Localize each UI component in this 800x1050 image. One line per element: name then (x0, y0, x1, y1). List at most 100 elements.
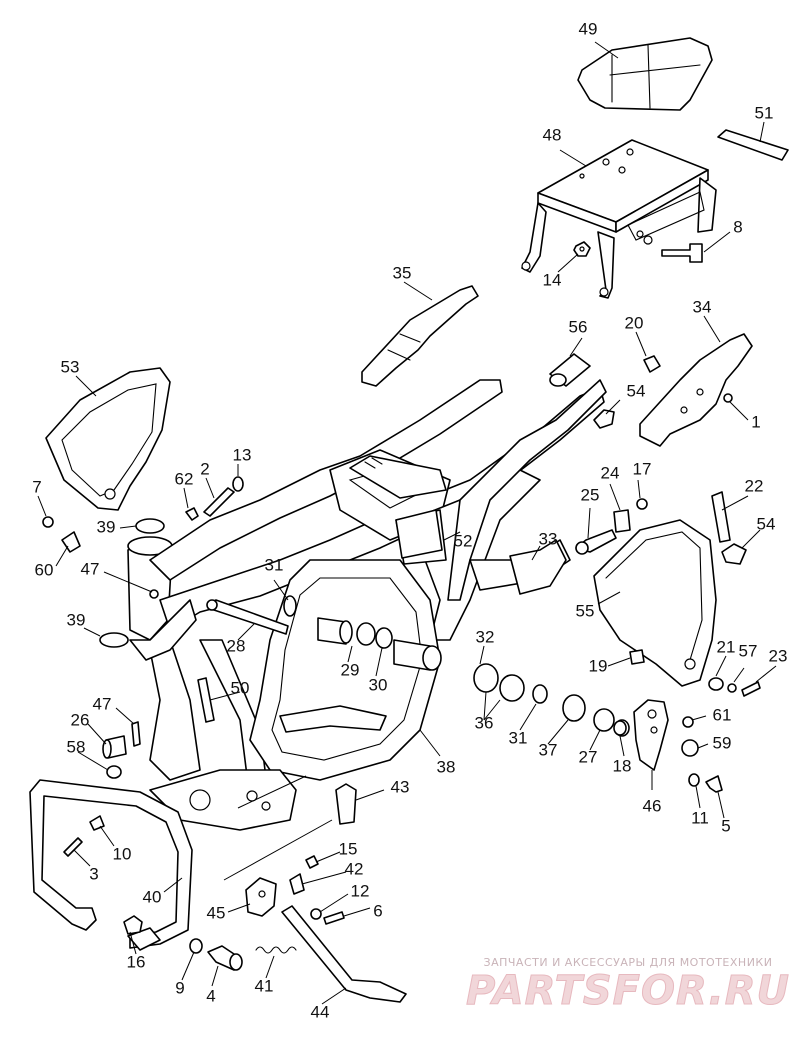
callout-42: 42 (345, 859, 364, 878)
part-4-bolt (207, 945, 243, 971)
callout-45: 45 (207, 903, 226, 922)
part-61-plug (682, 716, 694, 728)
part-48-tray (521, 139, 717, 299)
part-28-pivot-bolt (206, 599, 289, 635)
part-1-screw (723, 393, 733, 403)
part-9-washer (189, 938, 203, 954)
callout-60: 60 (35, 560, 54, 579)
callout-13: 13 (233, 445, 252, 464)
callout-27: 27 (579, 747, 598, 766)
callout-3: 3 (89, 864, 98, 883)
part-26-bushing (102, 735, 127, 759)
part-14-nut (573, 241, 591, 257)
callout-31: 31 (509, 728, 528, 747)
watermark-logo: PARTSFOR.RU (466, 968, 790, 1014)
part-51-strip (717, 129, 789, 161)
callout-39: 39 (97, 517, 116, 536)
callout-47: 47 (81, 559, 100, 578)
part-40-guard (29, 779, 193, 951)
callout-62: 62 (175, 469, 194, 488)
callout-12: 12 (351, 881, 370, 900)
callout-14: 14 (543, 270, 562, 289)
part-8-bolt (661, 243, 703, 263)
part-18-nut (613, 720, 627, 736)
part-3-screw (63, 837, 83, 857)
callout-57: 57 (739, 641, 758, 660)
part-7-screw (42, 516, 54, 528)
callout-39: 39 (67, 610, 86, 629)
part-55-cover (593, 519, 717, 687)
part-56-sleeve (549, 353, 591, 387)
callout-19: 19 (589, 656, 608, 675)
callout-58: 58 (67, 737, 86, 756)
callout-61: 61 (713, 705, 732, 724)
part-47-fitting-lower (131, 721, 141, 747)
part-60-clamp (61, 531, 81, 553)
part-41-spring (255, 946, 297, 954)
part-39-bushing-lower (99, 632, 129, 648)
part-20-clip (643, 355, 661, 373)
callout-24: 24 (601, 463, 620, 482)
callout-36: 36 (475, 713, 494, 732)
callout-23: 23 (769, 646, 788, 665)
callout-31: 31 (265, 555, 284, 574)
callout-33: 33 (539, 529, 558, 548)
part-5-bolt (705, 775, 723, 793)
part-46-plate (633, 699, 669, 771)
part-21-nut (708, 677, 724, 691)
callout-8: 8 (733, 217, 742, 236)
part-57-washer (727, 683, 737, 693)
callout-30: 30 (369, 675, 388, 694)
part-53-cover (45, 367, 171, 511)
part-33-bracket (509, 539, 567, 595)
callout-6: 6 (373, 901, 382, 920)
callout-48: 48 (543, 125, 562, 144)
callout-32: 32 (476, 627, 495, 646)
callout-41: 41 (255, 976, 274, 995)
part-54-cap-upper (593, 409, 615, 429)
callout-59: 59 (713, 733, 732, 752)
callout-5: 5 (721, 816, 730, 835)
callout-29: 29 (341, 660, 360, 679)
callout-55: 55 (576, 601, 595, 620)
part-50-tube (197, 677, 215, 723)
callout-40: 40 (143, 887, 162, 906)
callout-28: 28 (227, 636, 246, 655)
part-62-nut (185, 507, 199, 521)
watermark: ЗАПЧАСТИ И АКСЕССУАРЫ ДЛЯ МОТОТЕХНИКИ PA… (465, 956, 790, 1015)
part-45-bracket (245, 877, 277, 917)
part-24-clip (613, 509, 631, 533)
part-16-nut (123, 915, 143, 935)
callout-56: 56 (569, 317, 588, 336)
part-22-strip (711, 491, 731, 543)
callout-51: 51 (755, 103, 774, 122)
callout-17: 17 (633, 459, 652, 478)
part-52-plate (395, 509, 443, 559)
part-17-nut (636, 498, 648, 510)
callout-11: 11 (691, 808, 709, 827)
callout-15: 15 (339, 839, 358, 858)
watermark-tagline: ЗАПЧАСТИ И АКСЕССУАРЫ ДЛЯ МОТОТЕХНИКИ (484, 956, 773, 969)
part-19-clip (629, 649, 645, 665)
part-54-cap-lower (721, 543, 747, 565)
callout-10: 10 (113, 844, 132, 863)
callout-7: 7 (32, 477, 41, 496)
main-frame (127, 379, 607, 831)
callout-1: 1 (751, 412, 760, 431)
leader-lines (37, 41, 777, 1005)
part-34-bracket (639, 333, 753, 447)
callout-34: 34 (693, 297, 712, 316)
callout-16: 16 (127, 952, 146, 971)
part-49-pad (577, 37, 713, 111)
part-59-cap (681, 739, 699, 757)
part-39-bushing-upper (135, 518, 165, 534)
callout-4: 4 (206, 986, 215, 1005)
callout-52: 52 (454, 531, 473, 550)
callout-26: 26 (71, 710, 90, 729)
callout-25: 25 (581, 485, 600, 504)
callout-18: 18 (613, 756, 632, 775)
callout-43: 43 (391, 777, 410, 796)
part-23-screw (741, 681, 761, 697)
